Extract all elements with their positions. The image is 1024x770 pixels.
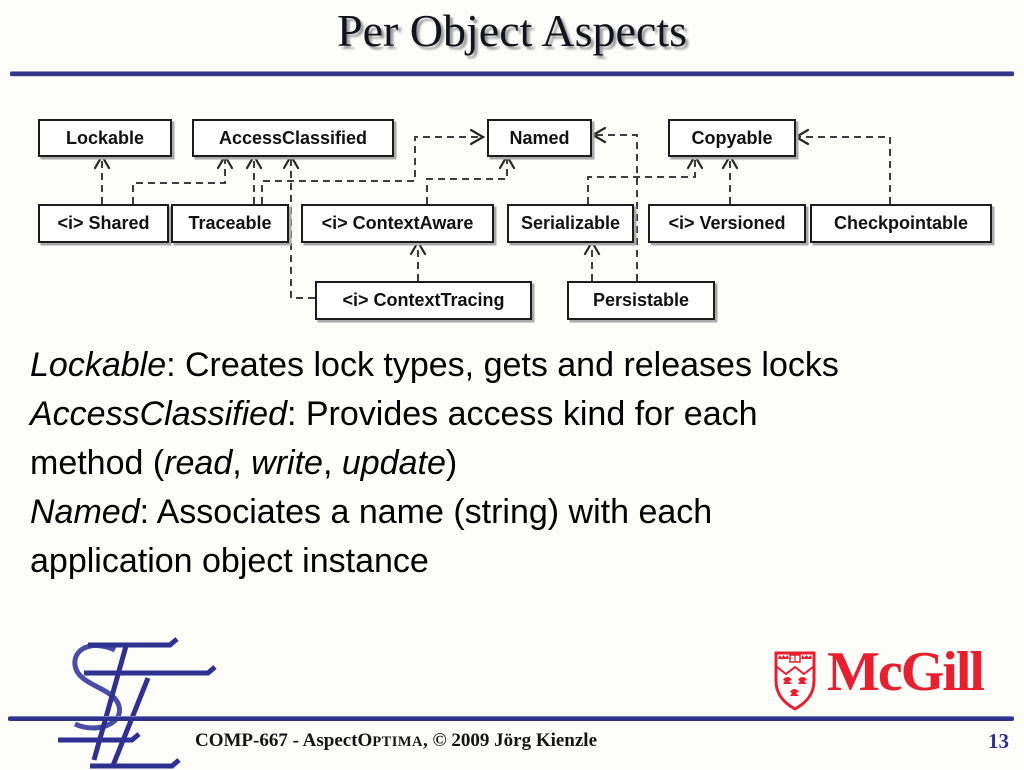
diagram-box-versioned: <i> Versioned [648,204,806,243]
description-segment: application object instance [30,542,429,580]
arrowhead-access-classified [282,153,300,170]
diagram-box-traceable: Traceable [171,204,289,243]
sel-logo [58,637,217,769]
description-segment: AccessClassified [30,395,287,433]
diagram-box-context-tracing: <i> ContextTracing [315,281,532,320]
description-segment: write [251,444,323,482]
diagram-box-serializable: Serializable [507,204,634,243]
edge-shared-to-access-classified [132,155,226,204]
description-line: Lockable: Creates lock types, gets and r… [30,341,1010,390]
diagram-box-named: Named [487,119,592,157]
diagram-box-checkpointable: Checkpointable [810,204,992,243]
edge-context-aware-to-named [426,155,508,204]
arrowhead-serializable [583,239,601,256]
description-line: AccessClassified: Provides access kind f… [30,390,1010,439]
arrowhead-named [590,126,607,144]
description-segment: read [164,444,233,482]
footer-credit-text: COMP-667 - AspectO [195,730,373,751]
description-segment: ) [445,444,458,482]
mcgill-logo: McGill [773,641,1018,714]
arrowhead-copyable [686,153,704,170]
diagram-box-lockable: Lockable [38,119,172,157]
arrowhead-named [498,153,516,170]
arrowhead-context-aware [409,239,427,256]
description-segment: , [232,444,252,482]
arrowhead-lockable [93,153,111,170]
page-title: Per Object Aspects [336,5,688,56]
arrowhead-copyable [721,153,739,170]
footer-credit-suffix: , © 2009 Jörg Kienzle [422,730,598,751]
description-segment: method ( [30,444,165,482]
description-line: application object instance [30,537,1010,586]
diagram-box-access-classified: AccessClassified [192,119,394,157]
description-segment: update [341,444,446,482]
diagram-box-persistable: Persistable [567,281,715,320]
title-rule [10,71,1014,77]
mcgill-shield-icon [774,651,816,711]
description-segment: : Associates a name (string) with each [139,493,713,531]
diagram-box-copyable: Copyable [668,119,796,157]
description-segment: Lockable [30,346,167,384]
edge-checkpointable-to-copyable [795,136,891,204]
mcgill-wordmark: McGill [827,641,985,703]
footer-credit: COMP-667 - AspectOPTIMA, © 2009 Jörg Kie… [195,730,597,752]
footer-credit-smallcaps: PTIMA [372,734,423,750]
diagram-box-shared: <i> Shared [38,204,169,243]
arrowhead-copyable [793,128,810,146]
page-number: 13 [988,729,1009,753]
description-segment: Named [30,493,140,531]
footer-rule [8,716,1014,721]
diagram-box-context-aware: <i> ContextAware [301,204,494,243]
description-line: Named: Associates a name (string) with e… [30,488,1010,537]
description-text: Lockable: Creates lock types, gets and r… [30,341,1010,586]
description-segment: : Creates lock types, gets and releases … [166,346,839,384]
arrowhead-access-classified [216,153,234,170]
arrowhead-named [469,128,486,146]
description-segment: , [322,444,342,482]
arrowhead-access-classified [245,153,263,170]
description-segment: : Provides access kind for each [286,395,758,433]
edge-serializable-to-copyable [587,155,696,204]
description-line: method (read, write, update) [30,439,1010,488]
